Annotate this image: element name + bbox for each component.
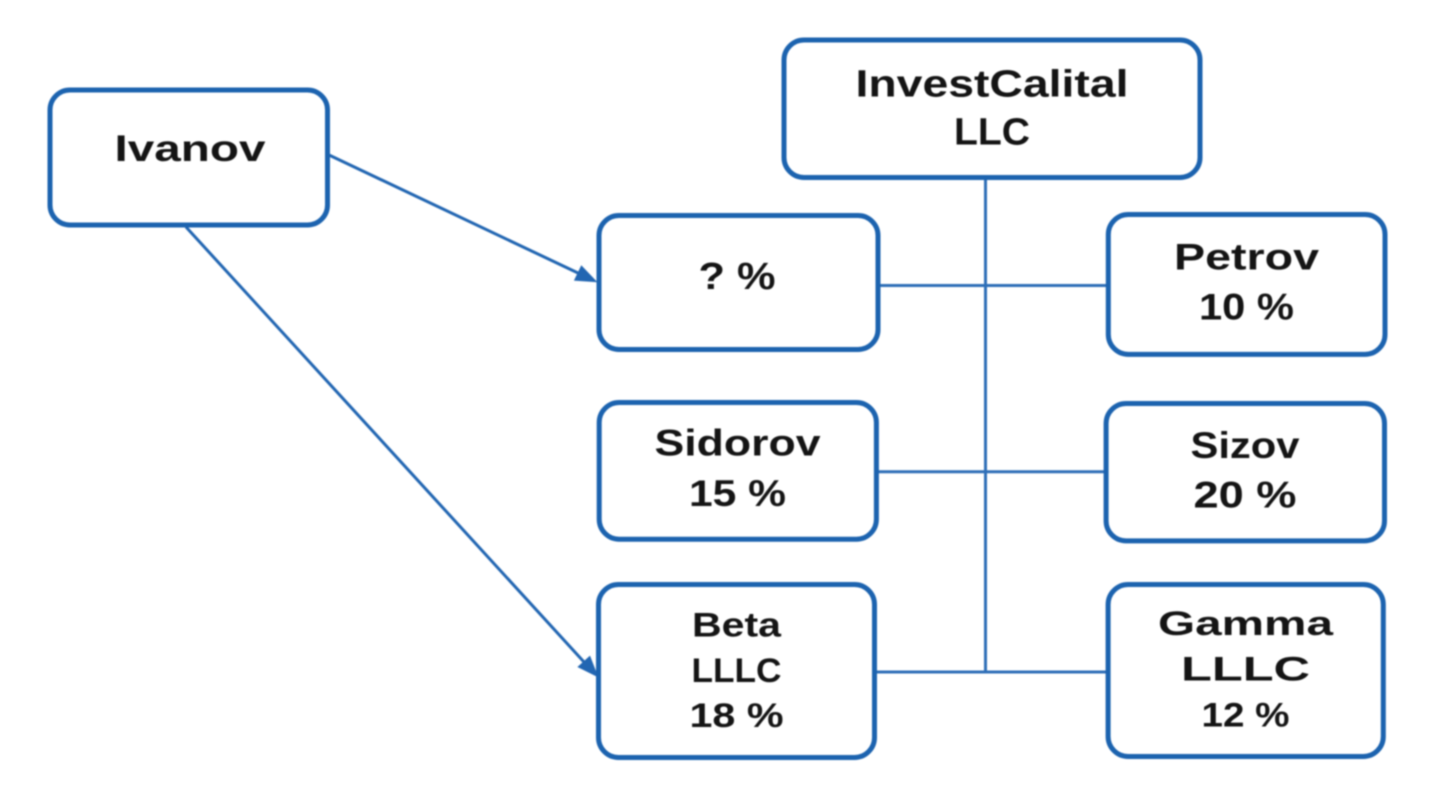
svg-text:LLC: LLC (954, 112, 1030, 154)
svg-text:InvestCalital: InvestCalital (856, 64, 1129, 106)
svg-text:15 %: 15 % (689, 473, 786, 514)
svg-text:12 %: 12 % (1202, 697, 1290, 735)
svg-text:? %: ? % (699, 256, 776, 298)
svg-text:LLLC: LLLC (692, 652, 782, 690)
svg-text:Petrov: Petrov (1174, 237, 1320, 278)
svg-text:18 %: 18 % (690, 697, 784, 735)
svg-text:LLLC: LLLC (1181, 651, 1310, 689)
svg-text:10 %: 10 % (1199, 287, 1294, 328)
svg-text:Ivanov: Ivanov (115, 128, 267, 169)
svg-text:20 %: 20 % (1194, 475, 1297, 516)
svg-text:Beta: Beta (692, 607, 782, 645)
svg-text:Sidorov: Sidorov (655, 423, 821, 464)
svg-text:Gamma: Gamma (1158, 605, 1335, 643)
svg-text:Sizov: Sizov (1191, 425, 1300, 466)
